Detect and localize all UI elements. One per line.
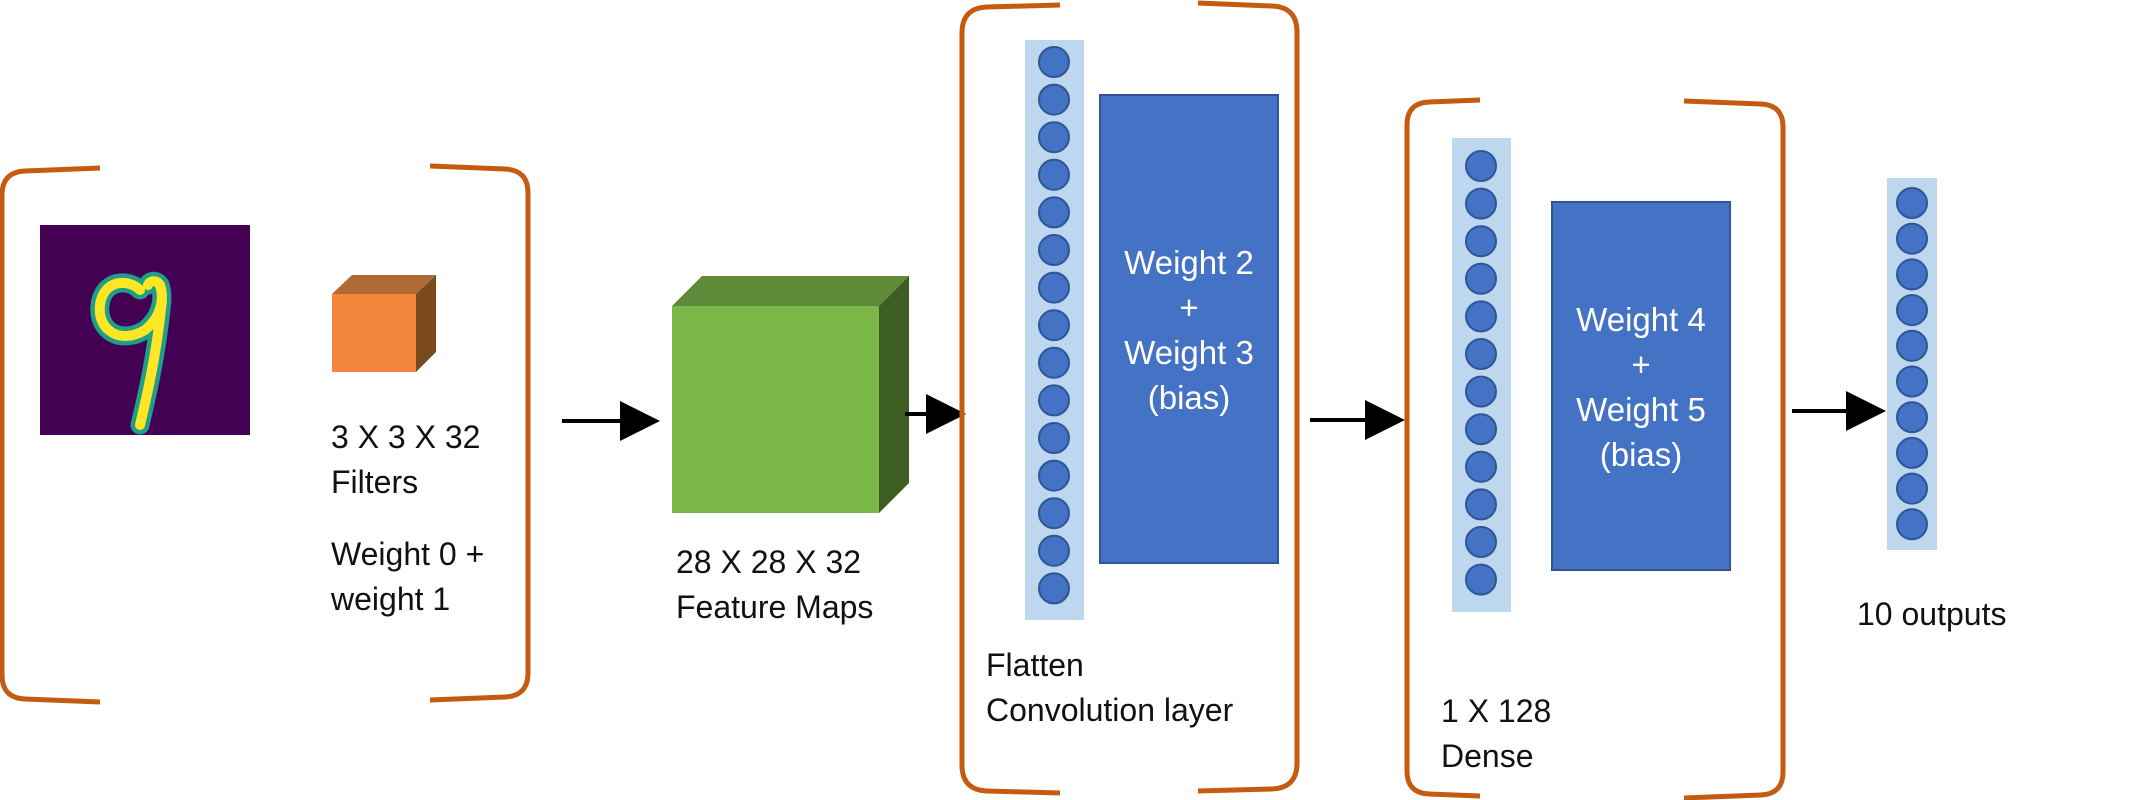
dense-neuron xyxy=(1465,300,1497,333)
weight-block-2-3 xyxy=(1099,94,1279,564)
flatten-neuron xyxy=(1038,121,1070,154)
flatten-neuron xyxy=(1038,422,1070,454)
output-neuron xyxy=(1896,329,1928,362)
weight-2-label: Weight 2 xyxy=(1124,244,1254,281)
dense-neuron xyxy=(1465,563,1497,596)
dense-block-right-bracket xyxy=(1683,98,1786,800)
dense-neuron xyxy=(1465,225,1497,258)
dense-neurons xyxy=(1465,150,1497,596)
output-neurons xyxy=(1896,187,1928,541)
output-neuron xyxy=(1896,294,1928,327)
dense-neuron xyxy=(1465,413,1497,446)
weight-plus-label: + xyxy=(1631,346,1651,383)
conv-block-right-bracket xyxy=(429,163,531,703)
flatten-neuron xyxy=(1038,234,1070,266)
flatten-block-right-bracket xyxy=(1197,0,1300,794)
flatten-block-left-bracket xyxy=(959,2,1061,796)
flatten-neuron xyxy=(1038,459,1070,492)
dense-neuron xyxy=(1465,187,1497,220)
output-neuron xyxy=(1896,258,1928,291)
bias-label: (bias) xyxy=(1599,436,1683,473)
output-neuron xyxy=(1896,508,1928,541)
flatten-neuron xyxy=(1038,158,1070,191)
weight-block-2-3-text: Weight 2 + Weight 3 (bias) xyxy=(1100,240,1278,420)
dense-neuron xyxy=(1465,262,1497,295)
dense-neuron xyxy=(1465,450,1497,483)
filter-type-label: Filters xyxy=(331,464,419,500)
flatten-label-line2: Convolution layer xyxy=(986,692,1234,728)
output-neuron xyxy=(1896,187,1928,219)
dense-neuron xyxy=(1465,338,1497,370)
filter-weights-line1: Weight 0 + xyxy=(331,536,485,572)
flatten-neuron xyxy=(1038,83,1070,116)
flatten-label-line1: Flatten xyxy=(986,647,1084,683)
feature-maps-type-label: Feature Maps xyxy=(676,589,874,625)
flatten-neuron xyxy=(1038,497,1070,530)
flatten-neuron xyxy=(1038,196,1070,229)
flatten-neuron xyxy=(1038,271,1070,304)
output-label: 10 outputs xyxy=(1857,596,2007,632)
weight-3-label: Weight 3 xyxy=(1124,334,1254,371)
weight-plus-label: + xyxy=(1179,289,1199,326)
dense-neuron xyxy=(1465,488,1497,521)
weight-block-4-5 xyxy=(1551,201,1731,571)
feature-maps-cube xyxy=(672,276,909,513)
flatten-neuron xyxy=(1038,46,1070,78)
flatten-neuron xyxy=(1038,534,1070,567)
dense-label-line1: 1 X 128 xyxy=(1441,693,1552,729)
flatten-neuron xyxy=(1038,346,1070,379)
dense-block-left-bracket xyxy=(1404,97,1481,799)
output-neuron xyxy=(1896,401,1928,434)
output-neuron xyxy=(1896,365,1928,398)
dense-neuron xyxy=(1465,526,1497,558)
conv-block-left-bracket xyxy=(0,165,101,705)
flatten-neuron xyxy=(1038,309,1070,342)
weight-5-label: Weight 5 xyxy=(1576,391,1706,428)
flatten-neuron xyxy=(1038,572,1070,605)
weight-4-label: Weight 4 xyxy=(1576,301,1706,338)
flatten-neuron xyxy=(1038,384,1070,417)
output-neuron xyxy=(1896,222,1928,255)
flatten-neurons xyxy=(1038,46,1070,605)
output-neuron xyxy=(1896,436,1928,469)
feature-maps-size-label: 28 X 28 X 32 xyxy=(676,544,862,580)
filter-cube xyxy=(332,275,436,372)
output-neuron xyxy=(1896,472,1928,505)
filter-size-label: 3 X 3 X 32 xyxy=(331,419,481,455)
input-digit-image xyxy=(40,225,250,435)
dense-neuron xyxy=(1465,150,1497,182)
dense-label-line2: Dense xyxy=(1441,738,1534,774)
filter-weights-line2: weight 1 xyxy=(331,581,451,617)
dense-neuron xyxy=(1465,375,1497,408)
weight-block-4-5-text: Weight 4 + Weight 5 (bias) xyxy=(1552,297,1730,477)
bias-label: (bias) xyxy=(1147,379,1231,416)
